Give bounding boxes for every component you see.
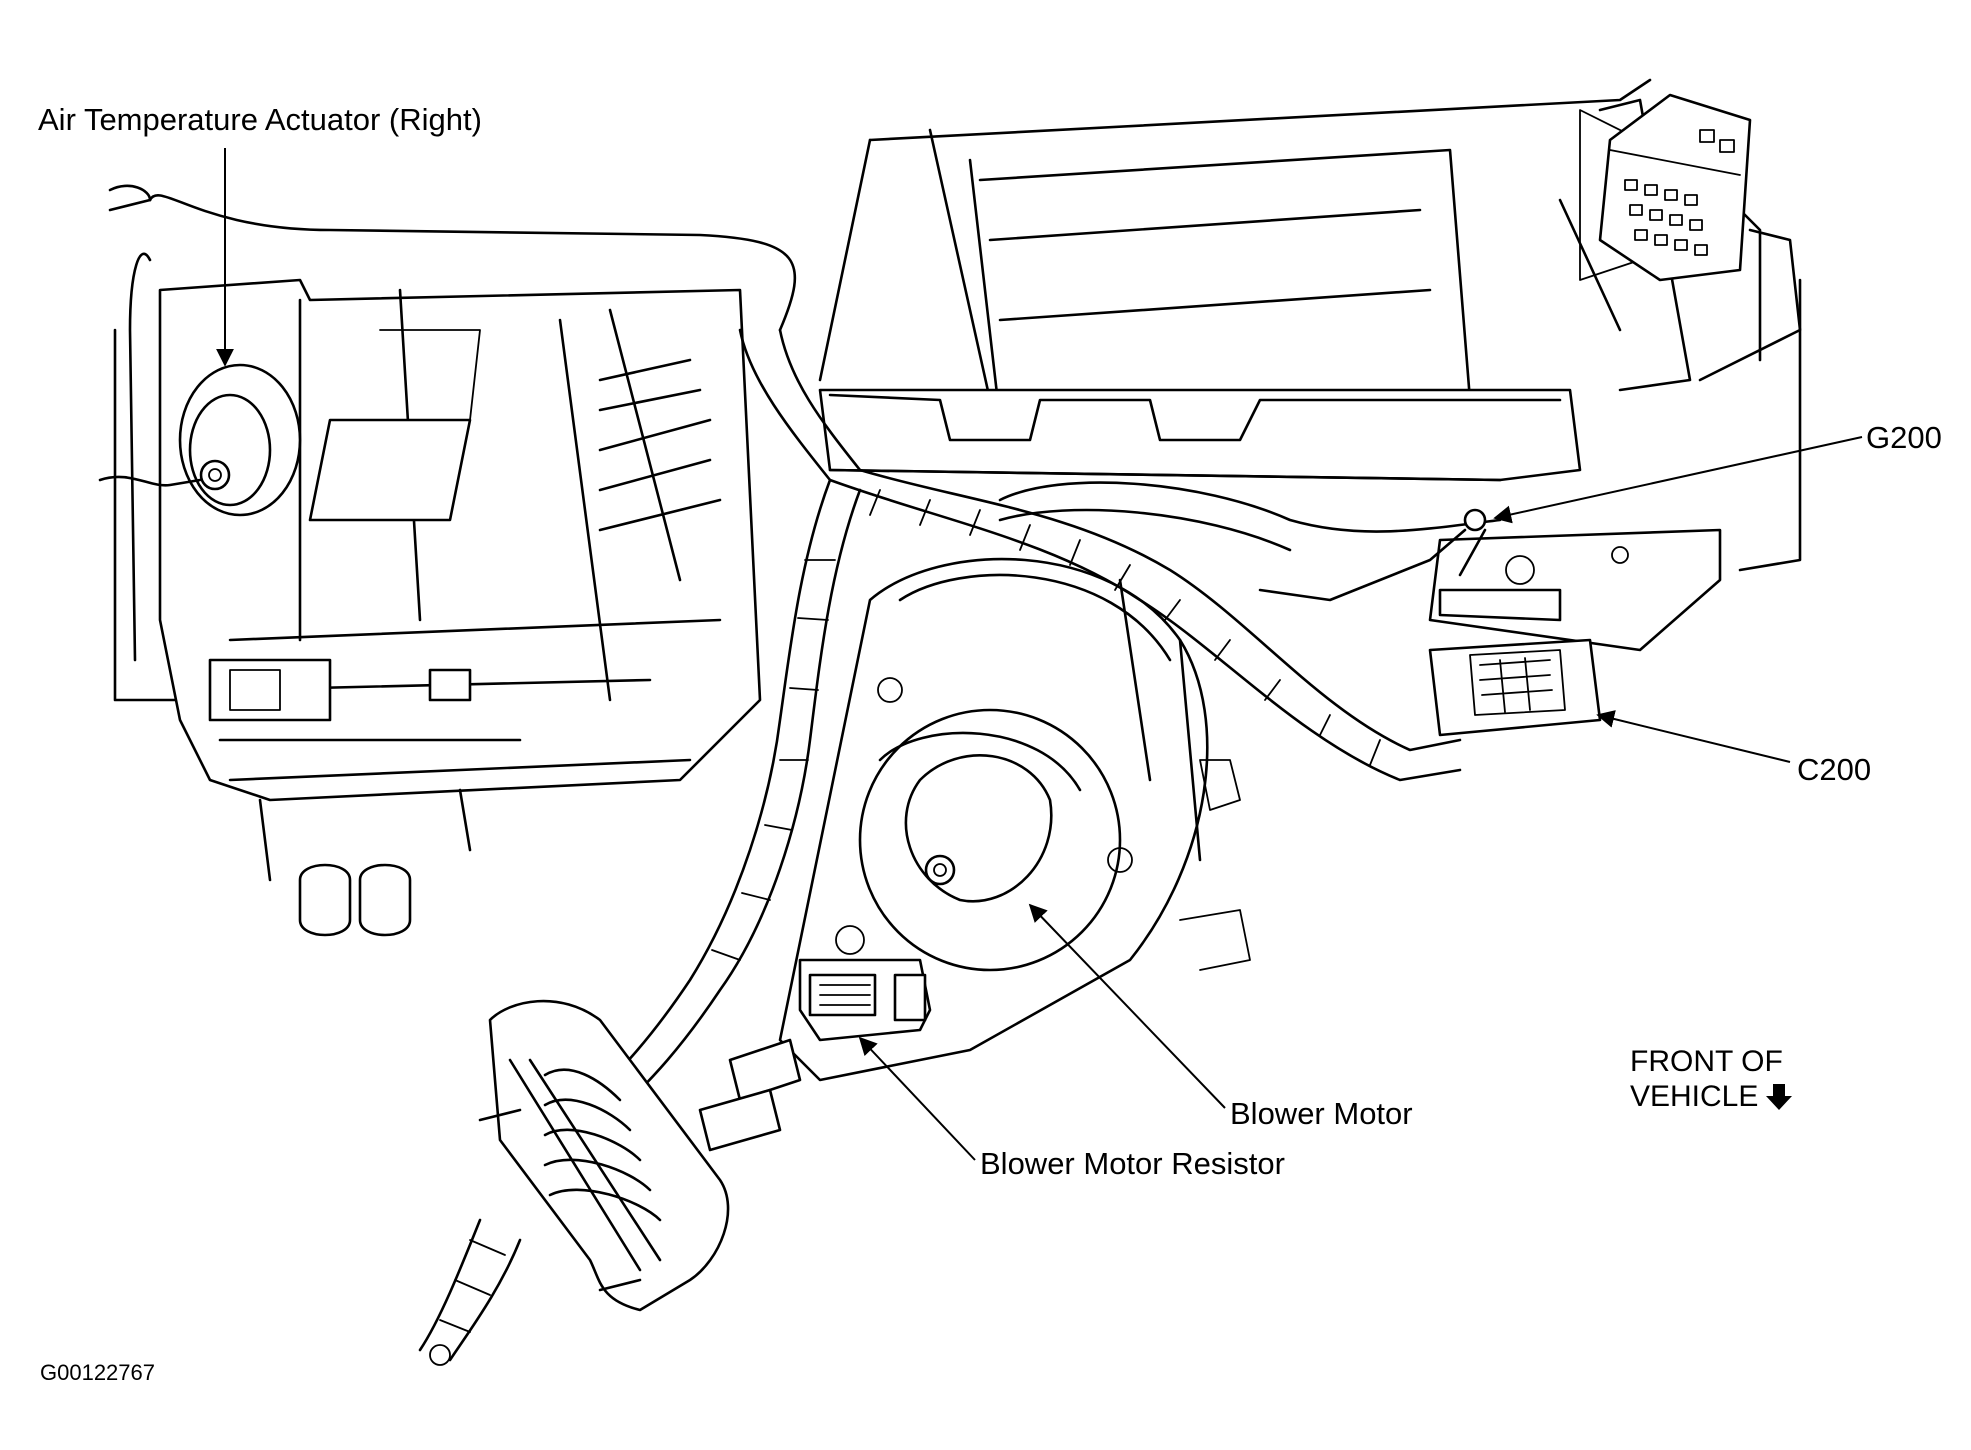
resistor-connector — [698, 1038, 802, 1152]
g200-ground-illus — [1258, 508, 1487, 602]
fuse-block — [1598, 93, 1752, 282]
leader-c200 — [1596, 710, 1791, 763]
down-arrow-icon — [1766, 1083, 1793, 1110]
front-of-vehicle-indicator: FRONT OF VEHICLE — [1630, 1044, 1794, 1114]
front-of-vehicle-line1: FRONT OF — [1630, 1045, 1783, 1078]
wire-harness — [598, 328, 1502, 1102]
cross-car-beam — [818, 388, 1582, 482]
hvac-module — [108, 184, 797, 937]
blower-motor-resistor-illus — [798, 958, 932, 1042]
blower-assembly — [778, 557, 1251, 1082]
label-c200: C200 — [1797, 752, 1872, 787]
air-temperature-actuator-illus — [98, 363, 302, 517]
leader-blower-motor — [1028, 903, 1226, 1109]
leader-g200 — [1493, 436, 1863, 524]
bulkhead-connector — [418, 999, 730, 1366]
front-of-vehicle-line2: VEHICLE — [1630, 1080, 1759, 1113]
figure-id: G00122767 — [40, 1360, 155, 1385]
leader-blower-motor-resistor — [858, 1036, 976, 1161]
bracket-c200 — [1428, 528, 1722, 737]
label-air-temperature-actuator: Air Temperature Actuator (Right) — [38, 102, 482, 137]
leader-lines — [216, 148, 1863, 1161]
label-g200: G200 — [1866, 420, 1942, 455]
label-blower-motor: Blower Motor — [1230, 1096, 1413, 1131]
label-blower-motor-resistor: Blower Motor Resistor — [980, 1146, 1285, 1181]
